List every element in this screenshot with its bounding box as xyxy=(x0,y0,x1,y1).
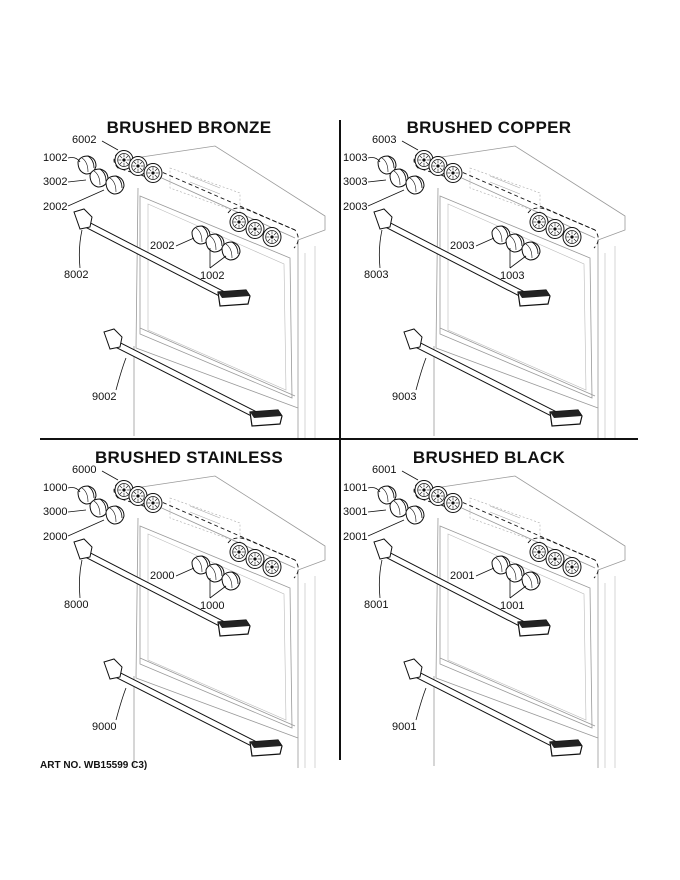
knob-front-a1 xyxy=(505,563,525,583)
part-label-knob-c: 2000 xyxy=(43,531,68,543)
knob-b xyxy=(389,168,409,188)
part-label-knob-a: 1000 xyxy=(43,482,68,494)
part-label-knob-front-c: 2002 xyxy=(150,240,175,252)
lower-handle xyxy=(103,658,283,757)
oven-exploded-diagram xyxy=(67,470,326,768)
panel-brushed-black: BRUSHED BLACK 6001 1001 3001 2001 8001 2001 100… xyxy=(340,448,638,768)
knob-a xyxy=(377,485,397,505)
part-label-handle-lower: 9001 xyxy=(392,721,417,733)
right-knob-2 xyxy=(545,549,565,569)
part-label-handle-lower: 9003 xyxy=(392,391,417,403)
part-label-knob-set: 6003 xyxy=(372,134,397,146)
top-knob-2 xyxy=(128,486,148,506)
part-label-knob-front-c: 2000 xyxy=(150,570,175,582)
knob-c xyxy=(105,505,125,525)
knob-front-a1 xyxy=(505,233,525,253)
panel-title: BRUSHED COPPER xyxy=(406,118,572,137)
part-label-knob-b: 3001 xyxy=(343,506,368,518)
upper-handle xyxy=(73,538,251,637)
knob-front-a2 xyxy=(521,241,541,261)
lower-handle xyxy=(403,658,583,757)
top-knob-3 xyxy=(143,493,163,513)
right-knob-3 xyxy=(262,557,282,577)
top-knob-1 xyxy=(114,480,134,500)
part-label-knob-front-a: 1003 xyxy=(500,270,525,282)
oven-exploded-diagram xyxy=(367,140,626,438)
lower-handle xyxy=(403,328,583,427)
part-label-knob-set: 6000 xyxy=(72,464,97,476)
right-knob-3 xyxy=(562,227,582,247)
right-knob-2 xyxy=(245,219,265,239)
part-label-handle-upper: 8001 xyxy=(364,599,389,611)
right-knob-1 xyxy=(529,542,549,562)
panel-title: BRUSHED STAINLESS xyxy=(94,448,284,467)
top-knob-1 xyxy=(114,150,134,170)
part-label-knob-a: 1002 xyxy=(43,152,68,164)
part-label-handle-upper: 8003 xyxy=(364,269,389,281)
right-knob-3 xyxy=(262,227,282,247)
part-label-knob-b: 3000 xyxy=(43,506,68,518)
part-label-knob-c: 2001 xyxy=(343,531,368,543)
part-label-knob-front-c: 2001 xyxy=(450,570,475,582)
right-knob-1 xyxy=(229,542,249,562)
knob-a xyxy=(77,485,97,505)
part-label-knob-c: 2003 xyxy=(343,201,368,213)
knob-b xyxy=(89,498,109,518)
knob-front-a2 xyxy=(221,571,241,591)
part-label-knob-set: 6002 xyxy=(72,134,97,146)
part-label-knob-b: 3003 xyxy=(343,176,368,188)
part-label-handle-lower: 9000 xyxy=(92,721,117,733)
top-knob-3 xyxy=(143,163,163,183)
knob-front-a2 xyxy=(521,571,541,591)
part-label-knob-front-a: 1002 xyxy=(200,270,225,282)
art-number: ART NO. WB15599 C3) xyxy=(40,760,148,771)
top-knob-1 xyxy=(414,150,434,170)
upper-handle xyxy=(373,538,551,637)
oven-exploded-diagram xyxy=(367,470,626,768)
top-knob-2 xyxy=(128,156,148,176)
right-knob-2 xyxy=(545,219,565,239)
right-knob-1 xyxy=(529,212,549,232)
top-knob-2 xyxy=(428,156,448,176)
right-knob-2 xyxy=(245,549,265,569)
part-label-knob-front-a: 1000 xyxy=(200,600,225,612)
knob-b xyxy=(89,168,109,188)
oven-exploded-diagram xyxy=(67,140,326,438)
panel-brushed-bronze: BRUSHED BRONZE 6002 1002 3002 2002 8002 2002 10… xyxy=(40,118,338,438)
knob-a xyxy=(77,155,97,175)
part-label-knob-c: 2002 xyxy=(43,201,68,213)
top-knob-3 xyxy=(443,493,463,513)
knob-front-a1 xyxy=(205,563,225,583)
part-label-handle-upper: 8000 xyxy=(64,599,89,611)
panel-title: BRUSHED BRONZE xyxy=(106,118,272,137)
knob-c xyxy=(105,175,125,195)
vertical-divider xyxy=(339,120,341,760)
right-knob-3 xyxy=(562,557,582,577)
part-label-handle-upper: 8002 xyxy=(64,269,89,281)
knob-b xyxy=(389,498,409,518)
part-label-knob-front-a: 1001 xyxy=(500,600,525,612)
part-label-knob-front-c: 2003 xyxy=(450,240,475,252)
knob-front-a1 xyxy=(205,233,225,253)
right-knob-1 xyxy=(229,212,249,232)
upper-handle xyxy=(373,208,551,307)
upper-handle xyxy=(73,208,251,307)
lower-handle xyxy=(103,328,283,427)
knob-a xyxy=(377,155,397,175)
part-label-knob-set: 6001 xyxy=(372,464,397,476)
panel-brushed-copper: BRUSHED COPPER 6003 1003 3003 2003 8003 2003 10… xyxy=(340,118,638,438)
knob-c xyxy=(405,505,425,525)
horizontal-divider xyxy=(40,438,638,440)
knob-front-a2 xyxy=(221,241,241,261)
top-knob-3 xyxy=(443,163,463,183)
part-label-knob-a: 1001 xyxy=(343,482,368,494)
knob-c xyxy=(405,175,425,195)
part-label-knob-b: 3002 xyxy=(43,176,68,188)
part-label-handle-lower: 9002 xyxy=(92,391,117,403)
panel-title: BRUSHED BLACK xyxy=(412,448,566,467)
part-label-knob-a: 1003 xyxy=(343,152,368,164)
